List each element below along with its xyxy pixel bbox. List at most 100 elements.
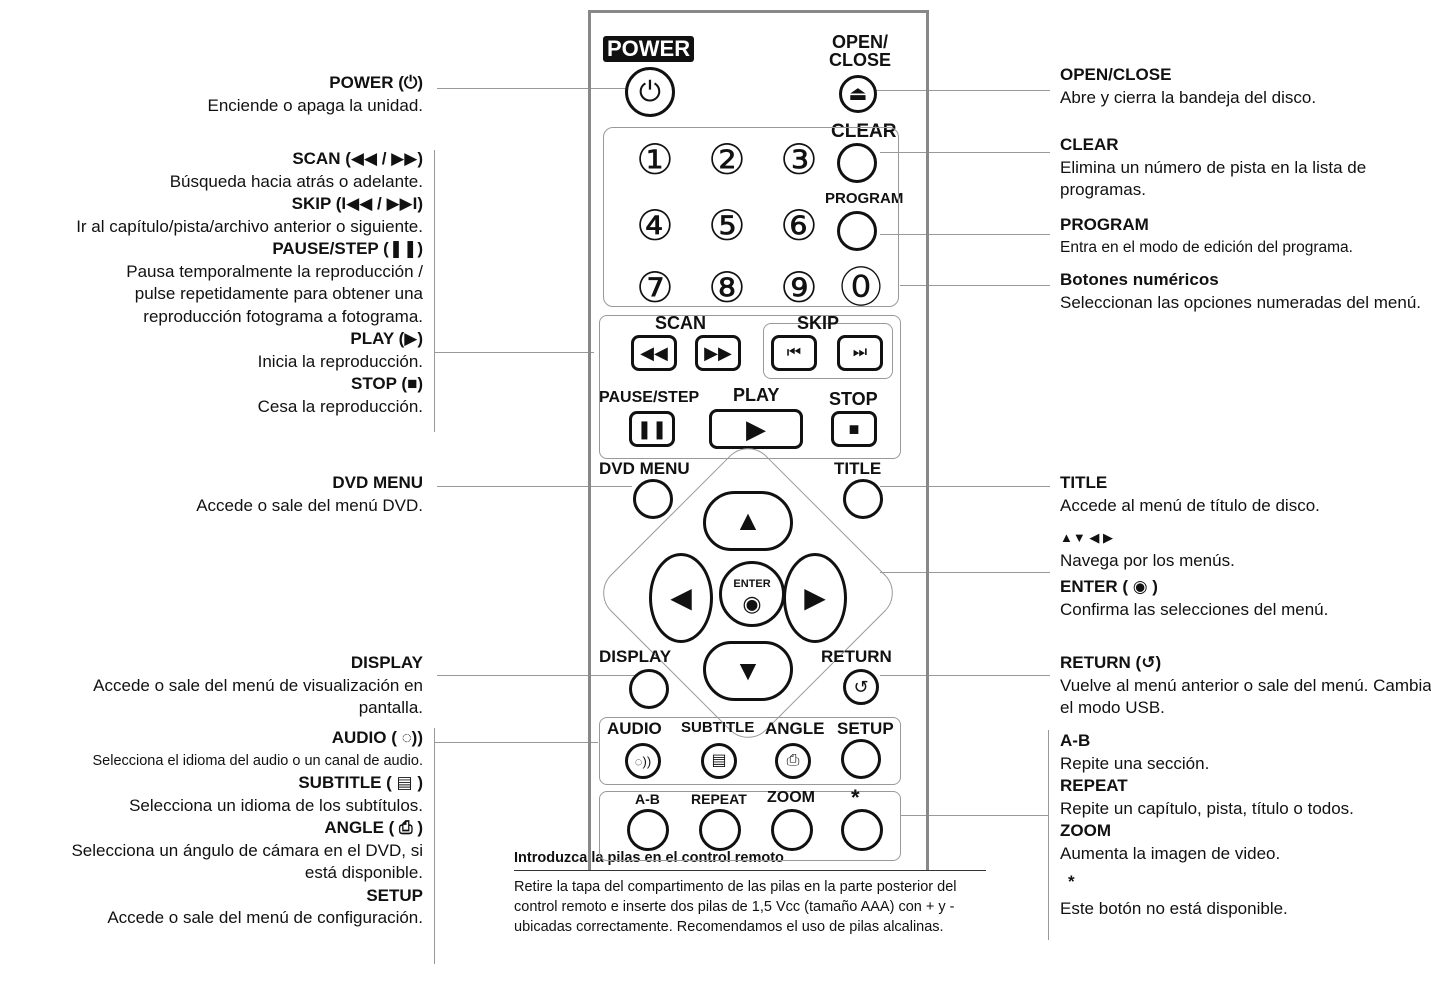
leader-line [900,285,1050,286]
open-close-button[interactable]: ⏏ [839,75,877,113]
pause-step-button[interactable]: ❚❚ [629,411,675,447]
nav-right-button[interactable]: ▶ [783,553,847,643]
digit-6-button[interactable]: ⑥ [780,201,818,250]
callout-title: ▲▼ ◀ ▶ [1060,530,1113,545]
leader-line [870,90,1050,91]
digit-1-button[interactable]: ① [636,135,674,184]
skip-previous-icon: ⏮ [786,344,802,361]
callout-text: Accede o sale del menú DVD. [196,495,423,515]
digit-8-button[interactable]: ⑧ [708,263,746,312]
nav-up-button[interactable]: ▲ [703,491,793,551]
skip-label: SKIP [797,313,840,333]
callout-title: * [1068,872,1075,891]
callout-text: Repite una sección. [1060,753,1210,773]
program-button[interactable] [837,211,877,251]
ab-button[interactable] [627,809,669,851]
digit-3-button[interactable]: ③ [780,135,818,184]
play-label: PLAY [733,385,780,405]
skip-group [763,323,893,379]
callout-title: A-B [1060,731,1091,750]
leader-line [437,88,627,89]
star-label: * [851,785,860,810]
clear-button[interactable] [837,143,877,183]
callout-title: PLAY (▶) [350,329,423,348]
skip-next-icon: ⏭ [852,344,868,361]
leader-line [434,352,594,353]
callout-title: ZOOM [1060,821,1111,840]
play-button[interactable]: ▶ [709,409,803,449]
callout-text: Ir al capítulo/pista/archivo anterior o … [76,216,423,236]
callout-text: Repite un capítulo, pista, título o todo… [1060,798,1354,818]
arrow-up-icon: ▲ [734,505,762,536]
dvd-menu-label: DVD MENU [599,459,690,478]
callout-text: Confirma las selecciones del menú. [1060,599,1329,619]
dvd-menu-button[interactable] [633,479,673,519]
callout-text: Pausa temporalmente la reproducción / pu… [126,261,423,326]
callout-title: RETURN (↺) [1060,653,1162,672]
return-icon: ↺ [853,677,869,697]
rewind-icon: ◀◀ [640,343,668,363]
leader-line [900,815,1048,816]
callout-title: Botones numéricos [1060,270,1219,289]
angle-label: ANGLE [765,719,825,738]
battery-note-text: Retire la tapa del compartimento de las … [514,879,957,935]
callout-text: Cesa la reproducción. [257,396,423,416]
power-label: POWER [603,36,695,62]
ab-group [599,791,901,861]
digit-7-button[interactable]: ⑦ [636,263,674,312]
audio-button[interactable]: ◌)) [625,743,661,779]
callout-text: Este botón no está disponible. [1060,898,1288,918]
angle-button[interactable]: ⎙ [775,743,811,779]
callout-ab-group: A-B Repite una sección. REPEAT Repite un… [1060,730,1431,920]
callout-title: AUDIO ( ◌)) [331,728,423,747]
digit-5-button[interactable]: ⑤ [708,201,746,250]
setup-button[interactable] [841,739,881,779]
arrow-right-icon: ▶ [804,582,826,613]
arrow-down-icon: ▼ [734,655,762,686]
title-button[interactable] [843,479,883,519]
setup-label: SETUP [837,719,894,738]
leader-line [880,152,1050,153]
scan-label: SCAN [655,313,707,333]
callout-title: SUBTITLE ( ▤ ) [298,773,423,792]
repeat-button[interactable] [699,809,741,851]
power-button[interactable]: ⏻ [625,67,675,117]
return-button[interactable]: ↺ [843,669,879,705]
stop-button[interactable]: ■ [831,411,877,447]
leader-line [880,486,1050,487]
return-label: RETURN [821,647,892,666]
scan-back-button[interactable]: ◀◀ [631,335,677,371]
subtitle-button[interactable]: ▤ [701,743,737,779]
enter-icon: ◉ [742,591,762,616]
callout-title: SCAN (◀◀ / ▶▶) [292,149,423,168]
digit-4-button[interactable]: ④ [636,201,674,250]
scan-forward-button[interactable]: ▶▶ [695,335,741,371]
callout-text: Inicia la reproducción. [257,351,423,371]
skip-next-button[interactable]: ⏭ [837,335,883,371]
callout-number-buttons: Botones numéricos Seleccionan las opcion… [1060,269,1430,314]
callout-text: Aumenta la imagen de video. [1060,843,1281,863]
display-button[interactable] [629,669,669,709]
enter-button[interactable]: ENTER ◉ [719,561,785,627]
digit-0-button[interactable]: ⓪ [839,263,882,312]
callout-text: Elimina un número de pista en la lista d… [1060,157,1367,200]
digit-2-button[interactable]: ② [708,135,746,184]
callout-text: Seleccionan las opciones numeradas del m… [1060,292,1422,312]
zoom-button[interactable] [771,809,813,851]
star-button[interactable] [841,809,883,851]
callout-text: Accede al menú de título de disco. [1060,495,1320,515]
callout-program: PROGRAM Entra en el modo de edición del … [1060,214,1430,259]
digit-9-button[interactable]: ⑨ [780,263,818,312]
stop-label: STOP [829,389,878,409]
nav-down-button[interactable]: ▼ [703,641,793,701]
clear-label: CLEAR [831,121,897,142]
callout-title: DVD MENU [332,473,423,492]
skip-prev-button[interactable]: ⏮ [771,335,817,371]
leader-bracket [434,150,435,432]
subtitle-icon: ▤ [711,752,727,769]
nav-left-button[interactable]: ◀ [649,553,713,643]
callout-clear: CLEAR Elimina un número de pista en la l… [1060,134,1430,202]
pause-step-label: PAUSE/STEP [599,389,700,406]
audio-group [599,717,901,785]
leader-line [880,675,1050,676]
